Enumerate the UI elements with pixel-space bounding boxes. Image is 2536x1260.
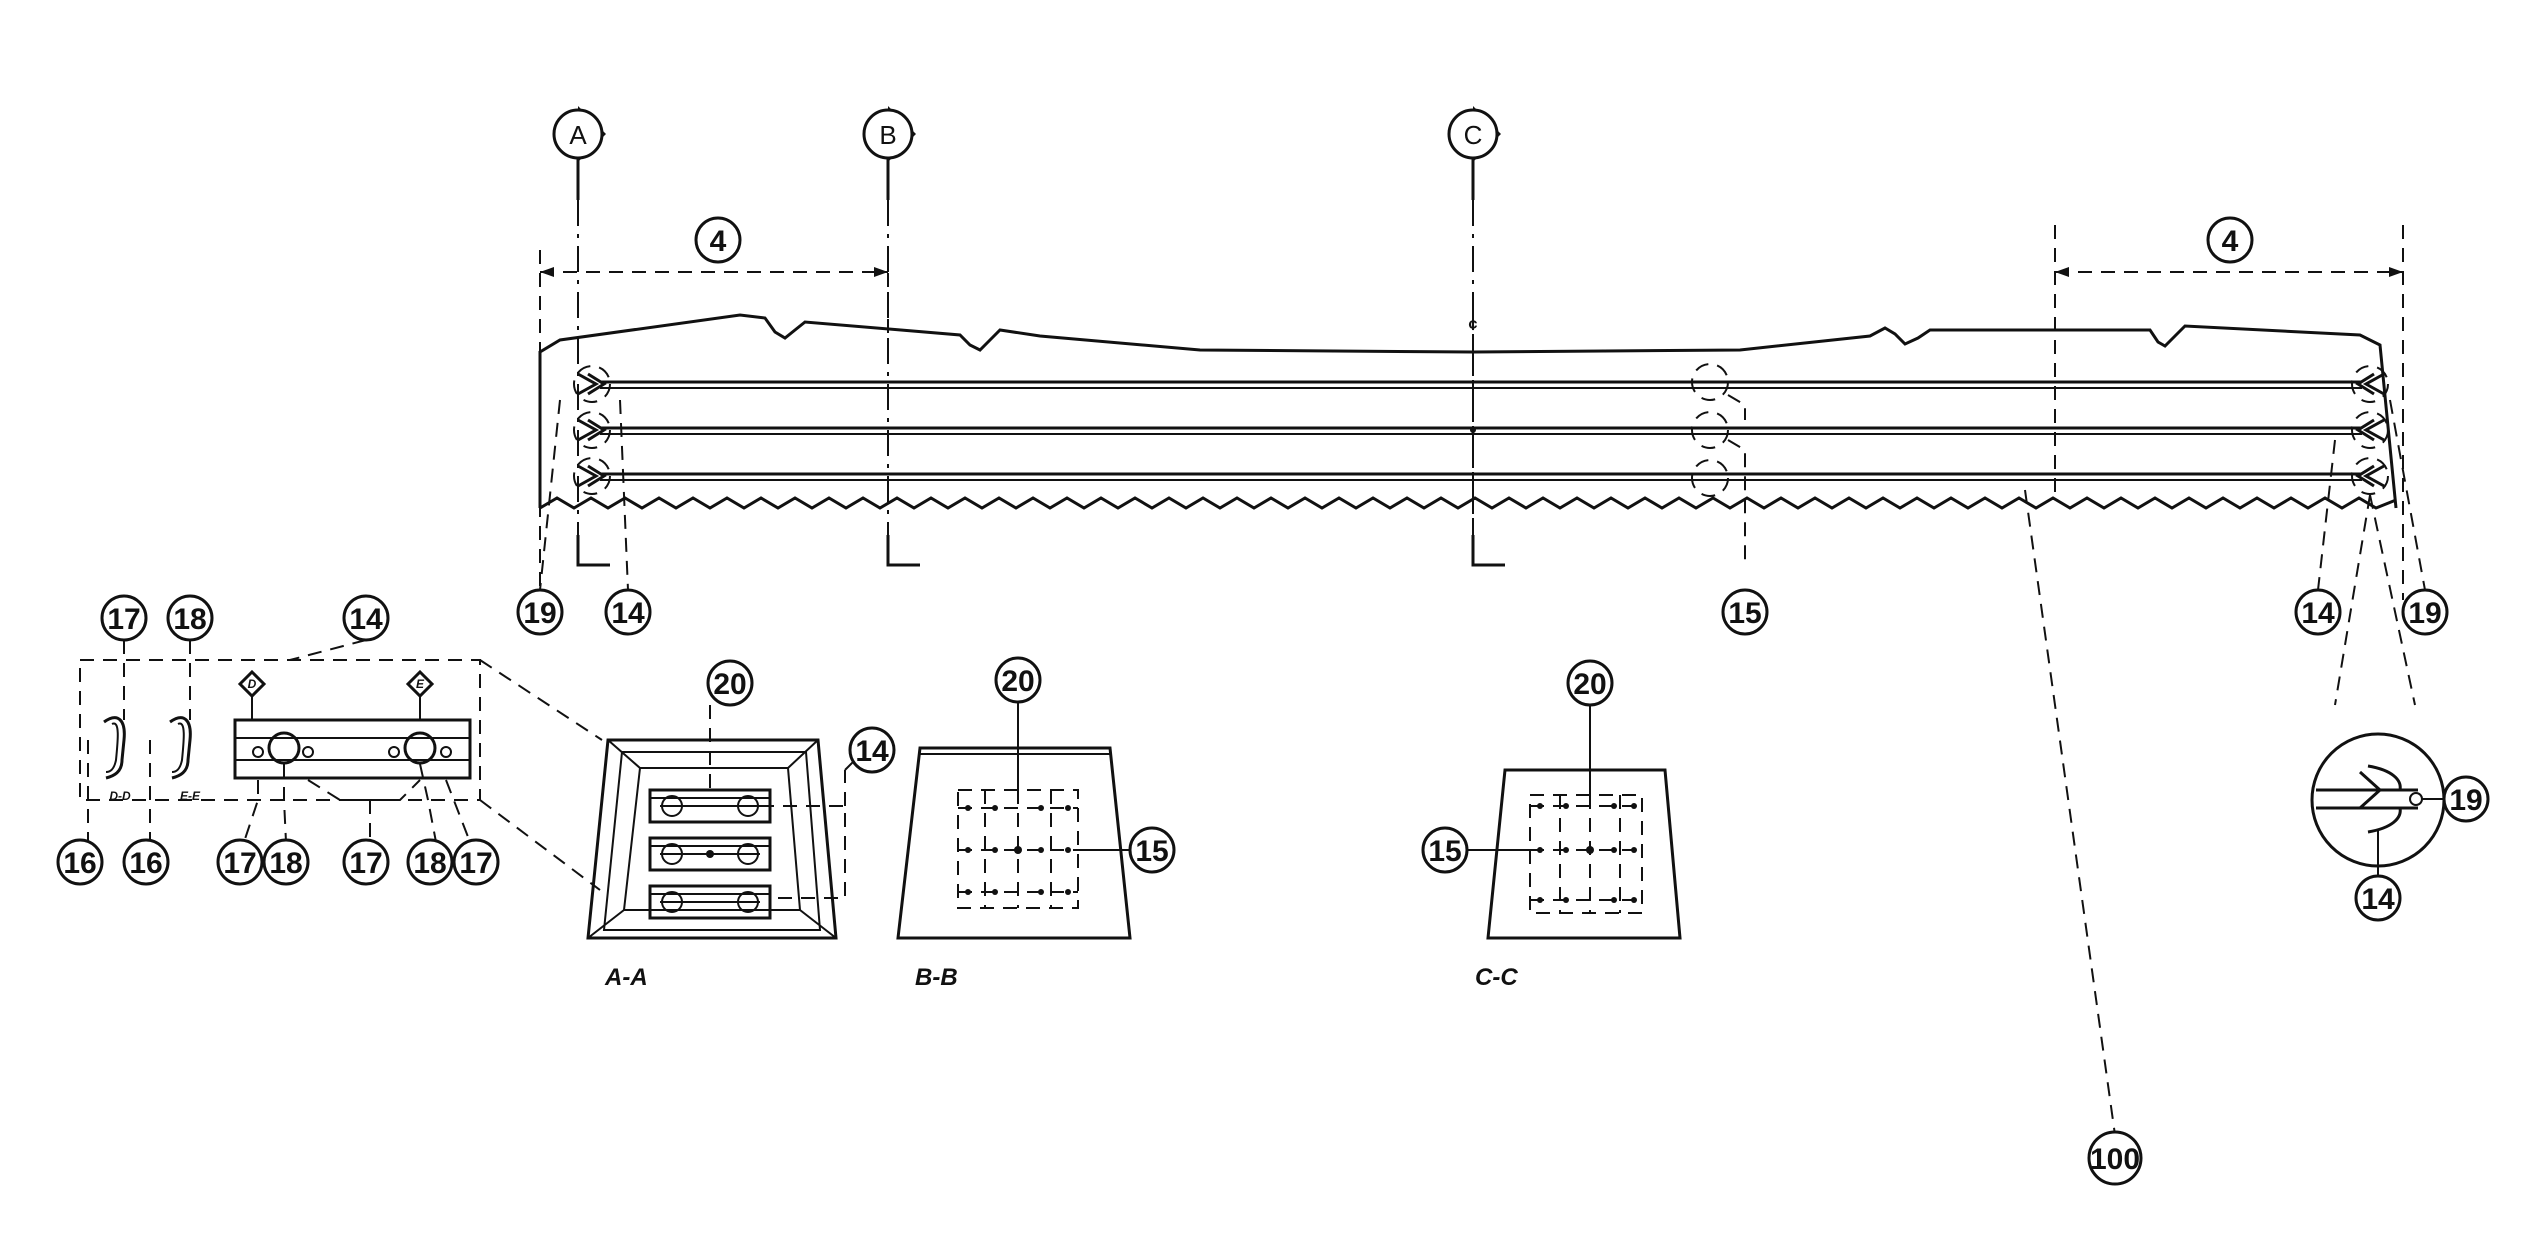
callout-14-right: 14 [2296,590,2340,634]
callout-100-label: 100 [2090,1143,2140,1176]
anchor-left-bottom [574,458,610,494]
section-marker-b-label: B [879,120,896,150]
dimension-right-label: 4 [2222,225,2239,258]
section-marker-c-label: C [1464,120,1483,150]
section-aa-view: A-A [588,705,860,991]
callout-cc-15: 15 [1423,828,1467,872]
callout-bb-15-label: 15 [1135,835,1168,868]
callout-cc-20: 20 [1568,661,1612,705]
callout-detail-17-b-label: 17 [223,847,256,880]
section-marker-d: D [240,672,264,720]
callout-detail-17-top: 17 [102,596,146,640]
profile-ee-caption: E-E [180,789,201,803]
callout-aa-14-label: 14 [855,735,889,768]
callout-detail-18-b: 18 [264,840,308,884]
callout-zoom-14: 14 [2356,876,2400,920]
callout-detail-18-c-label: 18 [413,847,446,880]
callout-zoom-14-label: 14 [2361,883,2395,916]
section-cc-caption: C-C [1475,964,1518,991]
section-marker-b: B [864,106,916,200]
callout-detail-16-a: 16 [58,840,102,884]
section-marker-c: C [1449,106,1501,200]
callout-detail-16-a-label: 16 [63,847,96,880]
callout-detail-18-c: 18 [408,840,452,884]
callout-detail-16-b: 16 [124,840,168,884]
callout-100: 100 [2089,1132,2141,1184]
callout-detail-17-c-label: 17 [349,847,382,880]
dimension-right: 4 [2055,218,2403,600]
callout-detail-17-d-label: 17 [459,847,492,880]
callout-zoom-19-label: 19 [2449,784,2482,817]
callout-cc-15-label: 15 [1428,835,1461,868]
section-marker-d-label: D [248,677,257,691]
callout-zoom-19: 19 [2444,777,2488,821]
callout-detail-14-top-label: 14 [349,603,383,636]
callout-detail-14-top: 14 [344,596,388,640]
callout-detail-18-b-label: 18 [269,847,302,880]
callout-aa-20: 20 [708,661,752,705]
callout-detail-17-d: 17 [454,840,498,884]
section-marker-e-label: E [416,677,425,691]
section-cc-view: C-C [1468,700,1680,991]
callout-19-right-label: 19 [2408,597,2441,630]
leader-lines-main [540,400,2425,1135]
callout-bb-20: 20 [996,658,1040,702]
anchor-right-middle [2352,412,2388,448]
callout-detail-18-top: 18 [168,596,212,640]
anchor-zoom-detail [2312,734,2444,880]
callout-cc-20-label: 20 [1573,668,1606,701]
callout-19-right: 19 [2403,590,2447,634]
callout-detail-16-b-label: 16 [129,847,162,880]
center-line-mark: ¢ [1469,317,1478,334]
callout-detail-17-c: 17 [344,840,388,884]
section-aa-plate-3 [650,886,770,918]
section-aa-caption: A-A [604,964,648,991]
callout-detail-18-top-label: 18 [173,603,206,636]
anchor-left-top [574,366,610,402]
callout-detail-17-top-label: 17 [107,603,140,636]
section-aa-plate-2 [650,838,770,870]
callout-bb-20-label: 20 [1001,665,1034,698]
anchor-left-middle [574,412,610,448]
section-aa-plate-1 [650,790,770,822]
section-marker-a: A [554,106,606,200]
callout-19-left-label: 19 [523,597,556,630]
dimension-left-label: 4 [710,225,727,258]
callout-15-mid: 15 [1723,590,1767,634]
anchor-right-bottom [2352,458,2388,494]
callout-aa-20-label: 20 [713,668,746,701]
callout-15-mid-label: 15 [1728,597,1761,630]
dimension-left: 4 [540,218,888,600]
callout-19-left: 19 [518,590,562,634]
section-bb-caption: B-B [915,964,958,991]
section-bb-view: B-B [898,700,1130,991]
zigzag-bottom-edge [540,498,2396,508]
section-marker-a-label: A [569,120,587,150]
callout-bb-15: 15 [1130,828,1174,872]
callout-14-left-label: 14 [611,597,645,630]
callout-aa-14: 14 [850,728,894,772]
callout-detail-17-b: 17 [218,840,262,884]
section-marker-e: E [408,672,432,720]
tendon-couplers [1692,364,1745,560]
main-elevation: ¢ [540,300,2396,560]
profile-dd-caption: D-D [109,789,131,803]
callout-14-left: 14 [606,590,650,634]
callout-14-right-label: 14 [2301,597,2335,630]
